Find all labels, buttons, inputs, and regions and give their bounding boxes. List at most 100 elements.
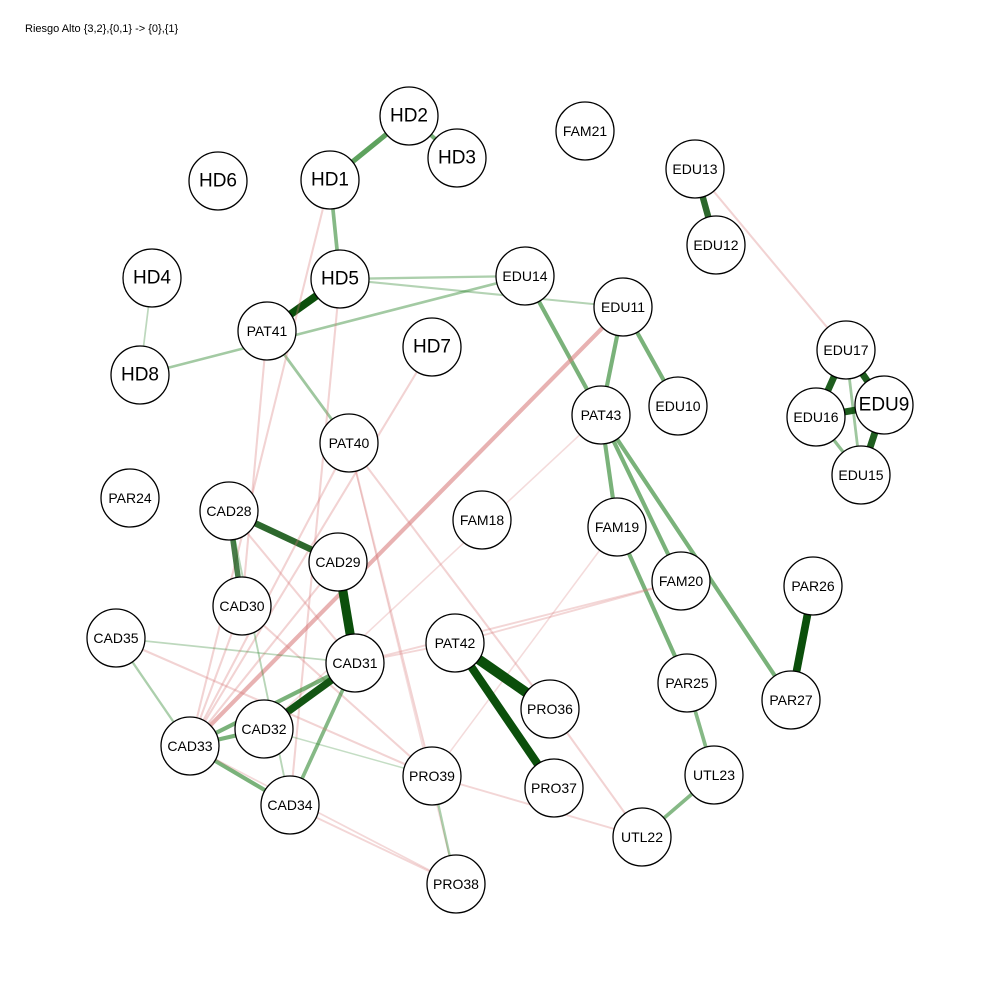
node-cad30: CAD30 (212, 576, 272, 636)
node-par24: PAR24 (100, 468, 160, 528)
node-circle (379, 86, 439, 146)
node-label: EDU11 (601, 299, 645, 315)
node-cad31: CAD31 (325, 633, 385, 693)
node-circle (665, 139, 725, 199)
node-utl22: UTL22 (612, 807, 672, 867)
node-hd7: HD7 (402, 317, 462, 377)
node-circle (199, 481, 259, 541)
node-pat40: PAT40 (319, 413, 379, 473)
node-edu11: EDU11 (593, 277, 653, 337)
node-pro36: PRO36 (520, 679, 580, 739)
node-label: PRO37 (531, 780, 577, 796)
node-circle (426, 854, 486, 914)
node-circle (854, 375, 914, 435)
node-label: FAM18 (460, 512, 505, 528)
edge-pat40-cad33 (189, 442, 350, 747)
node-cad29: CAD29 (308, 532, 368, 592)
edge-pat40-pro39 (347, 442, 434, 777)
node-circle (657, 653, 717, 713)
node-fam19: FAM19 (587, 497, 647, 557)
node-cad28: CAD28 (199, 481, 259, 541)
node-fam21: FAM21 (555, 101, 615, 161)
node-hd8: HD8 (110, 345, 170, 405)
node-edu15: EDU15 (831, 445, 891, 505)
node-circle (816, 320, 876, 380)
node-label: CAD33 (167, 738, 212, 754)
edge-hd5-edu11 (339, 277, 624, 309)
edge-pat43-fam20 (599, 414, 683, 582)
node-label: EDU12 (693, 237, 738, 253)
edge-pat41-cad30 (240, 330, 269, 607)
node-label: PAT40 (329, 435, 370, 451)
diagram-title: Riesgo Alto {3,2},{0,1} -> {0},{1} (25, 23, 179, 35)
node-hd4: HD4 (122, 248, 182, 308)
edge-pat43-cad32 (263, 414, 602, 730)
node-circle (300, 150, 360, 210)
node-label: PAT43 (581, 407, 622, 423)
node-edu16: EDU16 (786, 387, 846, 447)
node-circle (524, 758, 584, 818)
edge-pat42-fam20 (454, 580, 682, 644)
node-hd2: HD2 (379, 86, 439, 146)
node-label: FAM19 (595, 519, 640, 535)
node-circle (319, 413, 379, 473)
node-label: EDU10 (655, 398, 700, 414)
node-circle (686, 215, 746, 275)
node-label: CAD29 (315, 554, 360, 570)
node-circle (783, 556, 843, 616)
node-edu13: EDU13 (665, 139, 725, 199)
node-pro37: PRO37 (524, 758, 584, 818)
node-circle (402, 746, 462, 806)
node-label: CAD32 (241, 721, 286, 737)
node-label: PAT41 (247, 323, 288, 339)
node-edu9: EDU9 (854, 375, 914, 435)
node-label: FAM21 (563, 123, 608, 139)
node-label: PAR26 (791, 578, 835, 594)
node-circle (122, 248, 182, 308)
node-par27: PAR27 (761, 670, 821, 730)
node-circle (571, 385, 631, 445)
node-label: EDU13 (672, 161, 717, 177)
edge-pat40-pro38 (348, 442, 457, 885)
node-fam18: FAM18 (452, 490, 512, 550)
edge-edu13-edu17 (694, 168, 847, 351)
edge-cad33-pro38 (189, 745, 457, 885)
node-label: PRO36 (527, 701, 573, 717)
node-fam20: FAM20 (651, 551, 711, 611)
edge-pat40-pro36 (348, 442, 551, 710)
node-cad32: CAD32 (234, 699, 294, 759)
edge-hd1-cad33 (188, 179, 332, 747)
node-circle (260, 775, 320, 835)
node-label: EDU15 (838, 467, 883, 483)
node-label: CAD35 (93, 630, 138, 646)
node-label: HD8 (121, 365, 159, 386)
edge-cad30-pro39 (241, 605, 433, 777)
node-par26: PAR26 (783, 556, 843, 616)
node-pat41: PAT41 (237, 301, 297, 361)
edge-cad29-cad33 (189, 561, 339, 747)
edge-fam19-pro39 (431, 526, 618, 777)
node-circle (212, 576, 272, 636)
node-circle (427, 128, 487, 188)
node-label: HD2 (390, 106, 428, 127)
node-circle (325, 633, 385, 693)
edge-fam20-cad31 (354, 580, 682, 664)
node-label: EDU17 (823, 342, 868, 358)
node-label: CAD31 (332, 655, 377, 671)
edge-cad35-cad31 (115, 637, 356, 664)
node-circle (786, 387, 846, 447)
node-label: PAR27 (769, 692, 813, 708)
node-hd3: HD3 (427, 128, 487, 188)
node-label: UTL23 (693, 767, 735, 783)
node-label: EDU16 (793, 409, 838, 425)
node-label: HD6 (199, 171, 237, 192)
node-circle (831, 445, 891, 505)
node-circle (555, 101, 615, 161)
node-circle (188, 151, 248, 211)
node-label: HD7 (413, 337, 451, 358)
node-circle (587, 497, 647, 557)
node-edu14: EDU14 (495, 246, 555, 306)
node-circle (402, 317, 462, 377)
node-utl23: UTL23 (684, 745, 744, 805)
